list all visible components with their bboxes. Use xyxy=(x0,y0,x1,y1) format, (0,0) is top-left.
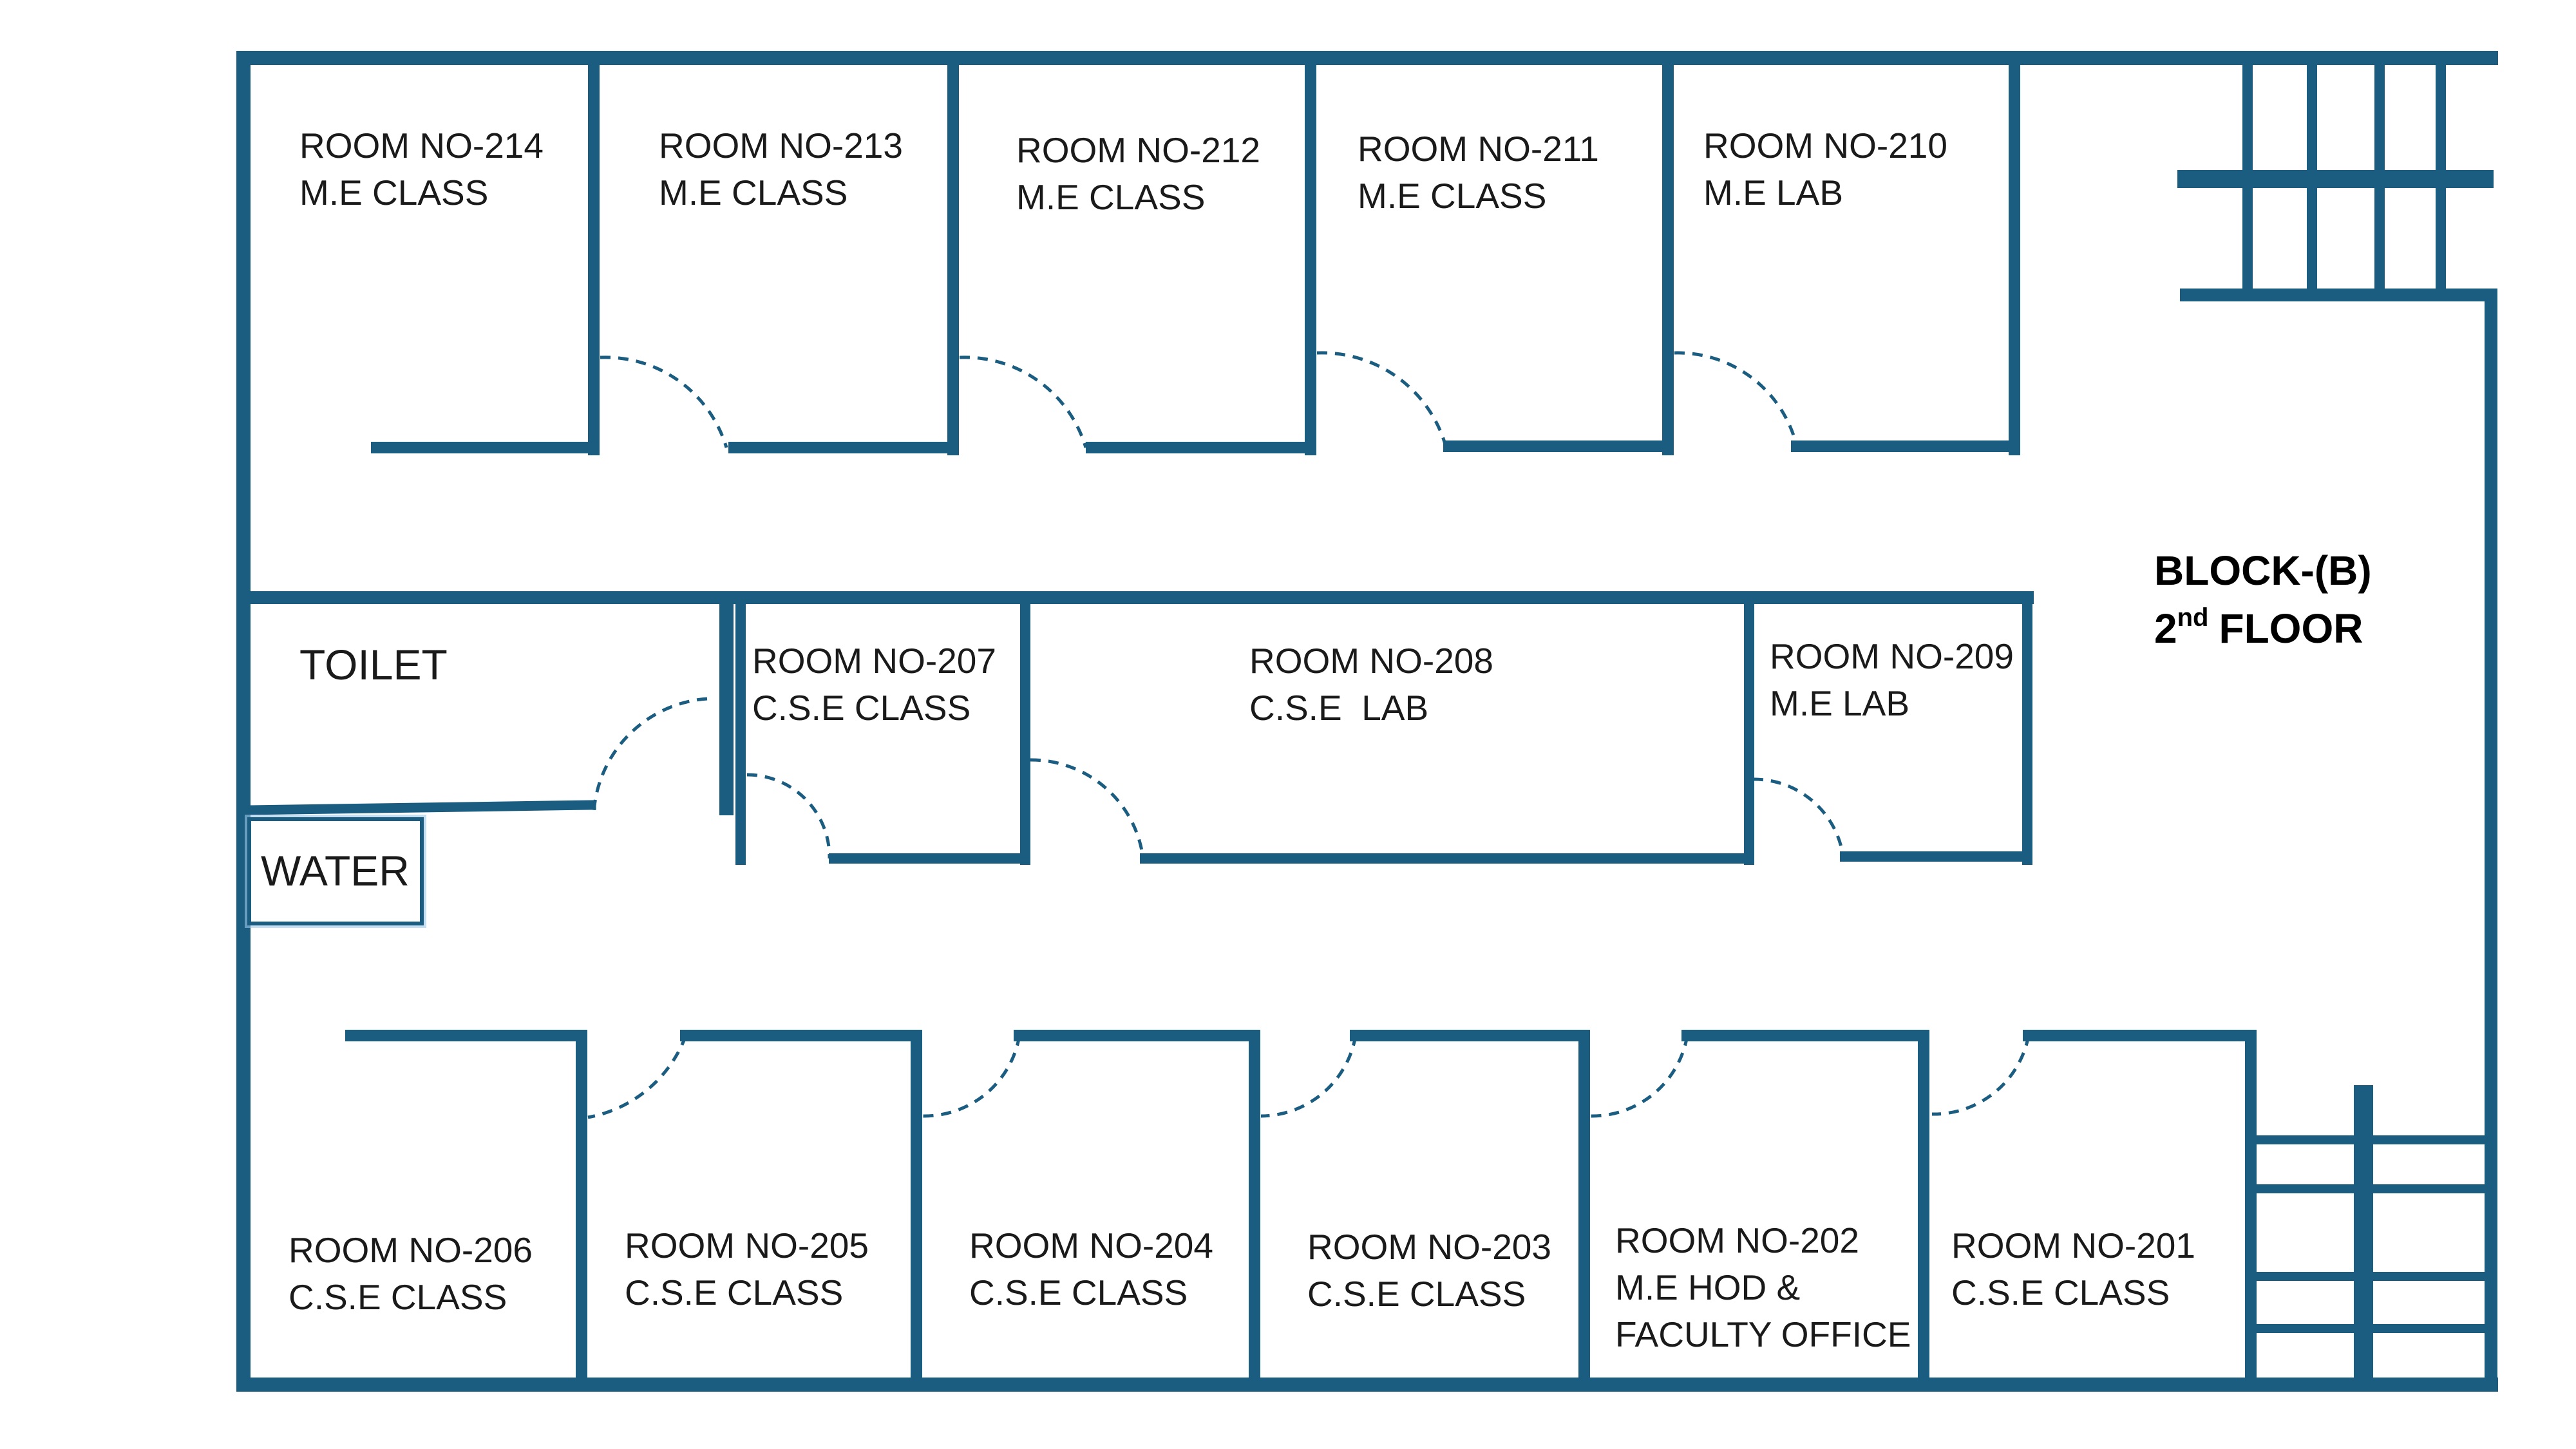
room-208-use: C.S.E LAB xyxy=(1249,688,1428,728)
door-swing-209 xyxy=(1752,777,1845,857)
room-205-use: C.S.E CLASS xyxy=(625,1273,843,1312)
room-214-use: M.E CLASS xyxy=(299,173,488,213)
door-swing-212 xyxy=(959,355,1088,448)
door-swing-208 xyxy=(1030,758,1145,859)
room-209-use: M.E LAB xyxy=(1770,683,1909,723)
floor-label: 2nd FLOOR xyxy=(2154,603,2363,652)
floor-number: 2 xyxy=(2154,605,2177,652)
room-212-use: M.E CLASS xyxy=(1016,177,1205,217)
bottom-room-walls xyxy=(345,1030,2257,1387)
room-labels: ROOM NO-214 M.E CLASS ROOM NO-213 M.E CL… xyxy=(261,126,2195,1354)
room-204-number: ROOM NO-204 xyxy=(969,1226,1213,1265)
room-201-use: C.S.E CLASS xyxy=(1951,1273,2170,1312)
top-staircase xyxy=(2177,59,2494,300)
room-202-use-line1: M.E HOD & xyxy=(1615,1267,1800,1307)
room-206-number: ROOM NO-206 xyxy=(289,1230,533,1270)
block-name: BLOCK-(B) xyxy=(2154,547,2372,594)
room-214-number: ROOM NO-214 xyxy=(299,126,544,166)
outer-walls xyxy=(236,51,2498,1392)
door-swing-204 xyxy=(922,1035,1021,1118)
room-207-use: C.S.E CLASS xyxy=(752,688,971,728)
water-label: WATER xyxy=(261,847,410,895)
door-swing-207 xyxy=(746,773,831,859)
room-203-number: ROOM NO-203 xyxy=(1307,1227,1551,1267)
floor-suffix: nd xyxy=(2177,603,2209,632)
door-swing-213 xyxy=(600,355,728,448)
room-213-number: ROOM NO-213 xyxy=(659,126,903,166)
middle-doors xyxy=(592,697,1845,859)
room-206-use: C.S.E CLASS xyxy=(289,1277,507,1317)
floor-word: FLOOR xyxy=(2219,605,2363,652)
bottom-doors xyxy=(587,1035,2031,1119)
room-208-number: ROOM NO-208 xyxy=(1249,641,1493,681)
room-211-number: ROOM NO-211 xyxy=(1358,129,1599,169)
top-doors xyxy=(600,351,1799,448)
door-swing-toilet xyxy=(592,697,708,813)
room-202-use-line2: FACULTY OFFICE xyxy=(1615,1314,1911,1354)
door-swing-205 xyxy=(587,1035,688,1119)
room-210-use: M.E LAB xyxy=(1703,173,1843,213)
middle-walls xyxy=(237,591,2034,865)
room-211-use: M.E CLASS xyxy=(1358,176,1546,216)
toilet-front-wall xyxy=(243,800,596,815)
room-213-use: M.E CLASS xyxy=(659,173,848,213)
toilet-label: TOILET xyxy=(299,641,448,688)
door-swing-202 xyxy=(1590,1035,1689,1118)
door-swing-211 xyxy=(1316,351,1448,447)
door-swing-203 xyxy=(1260,1035,1358,1118)
room-212-number: ROOM NO-212 xyxy=(1016,130,1260,170)
water-box-frame xyxy=(247,817,424,925)
door-swing-201 xyxy=(1931,1035,2031,1116)
room-201-number: ROOM NO-201 xyxy=(1951,1226,2195,1265)
room-204-use: C.S.E CLASS xyxy=(969,1273,1188,1312)
room-207-number: ROOM NO-207 xyxy=(752,641,996,681)
top-room-walls xyxy=(371,59,2020,455)
room-203-use: C.S.E CLASS xyxy=(1307,1274,1526,1314)
room-205-number: ROOM NO-205 xyxy=(625,1226,869,1265)
bottom-staircase xyxy=(2249,1085,2492,1391)
room-202-number: ROOM NO-202 xyxy=(1615,1220,1859,1260)
water-box xyxy=(245,815,426,928)
room-210-number: ROOM NO-210 xyxy=(1703,126,1947,166)
door-swing-210 xyxy=(1674,351,1799,447)
room-209-number: ROOM NO-209 xyxy=(1770,636,2014,676)
block-title: BLOCK-(B) 2nd FLOOR xyxy=(2154,547,2372,652)
